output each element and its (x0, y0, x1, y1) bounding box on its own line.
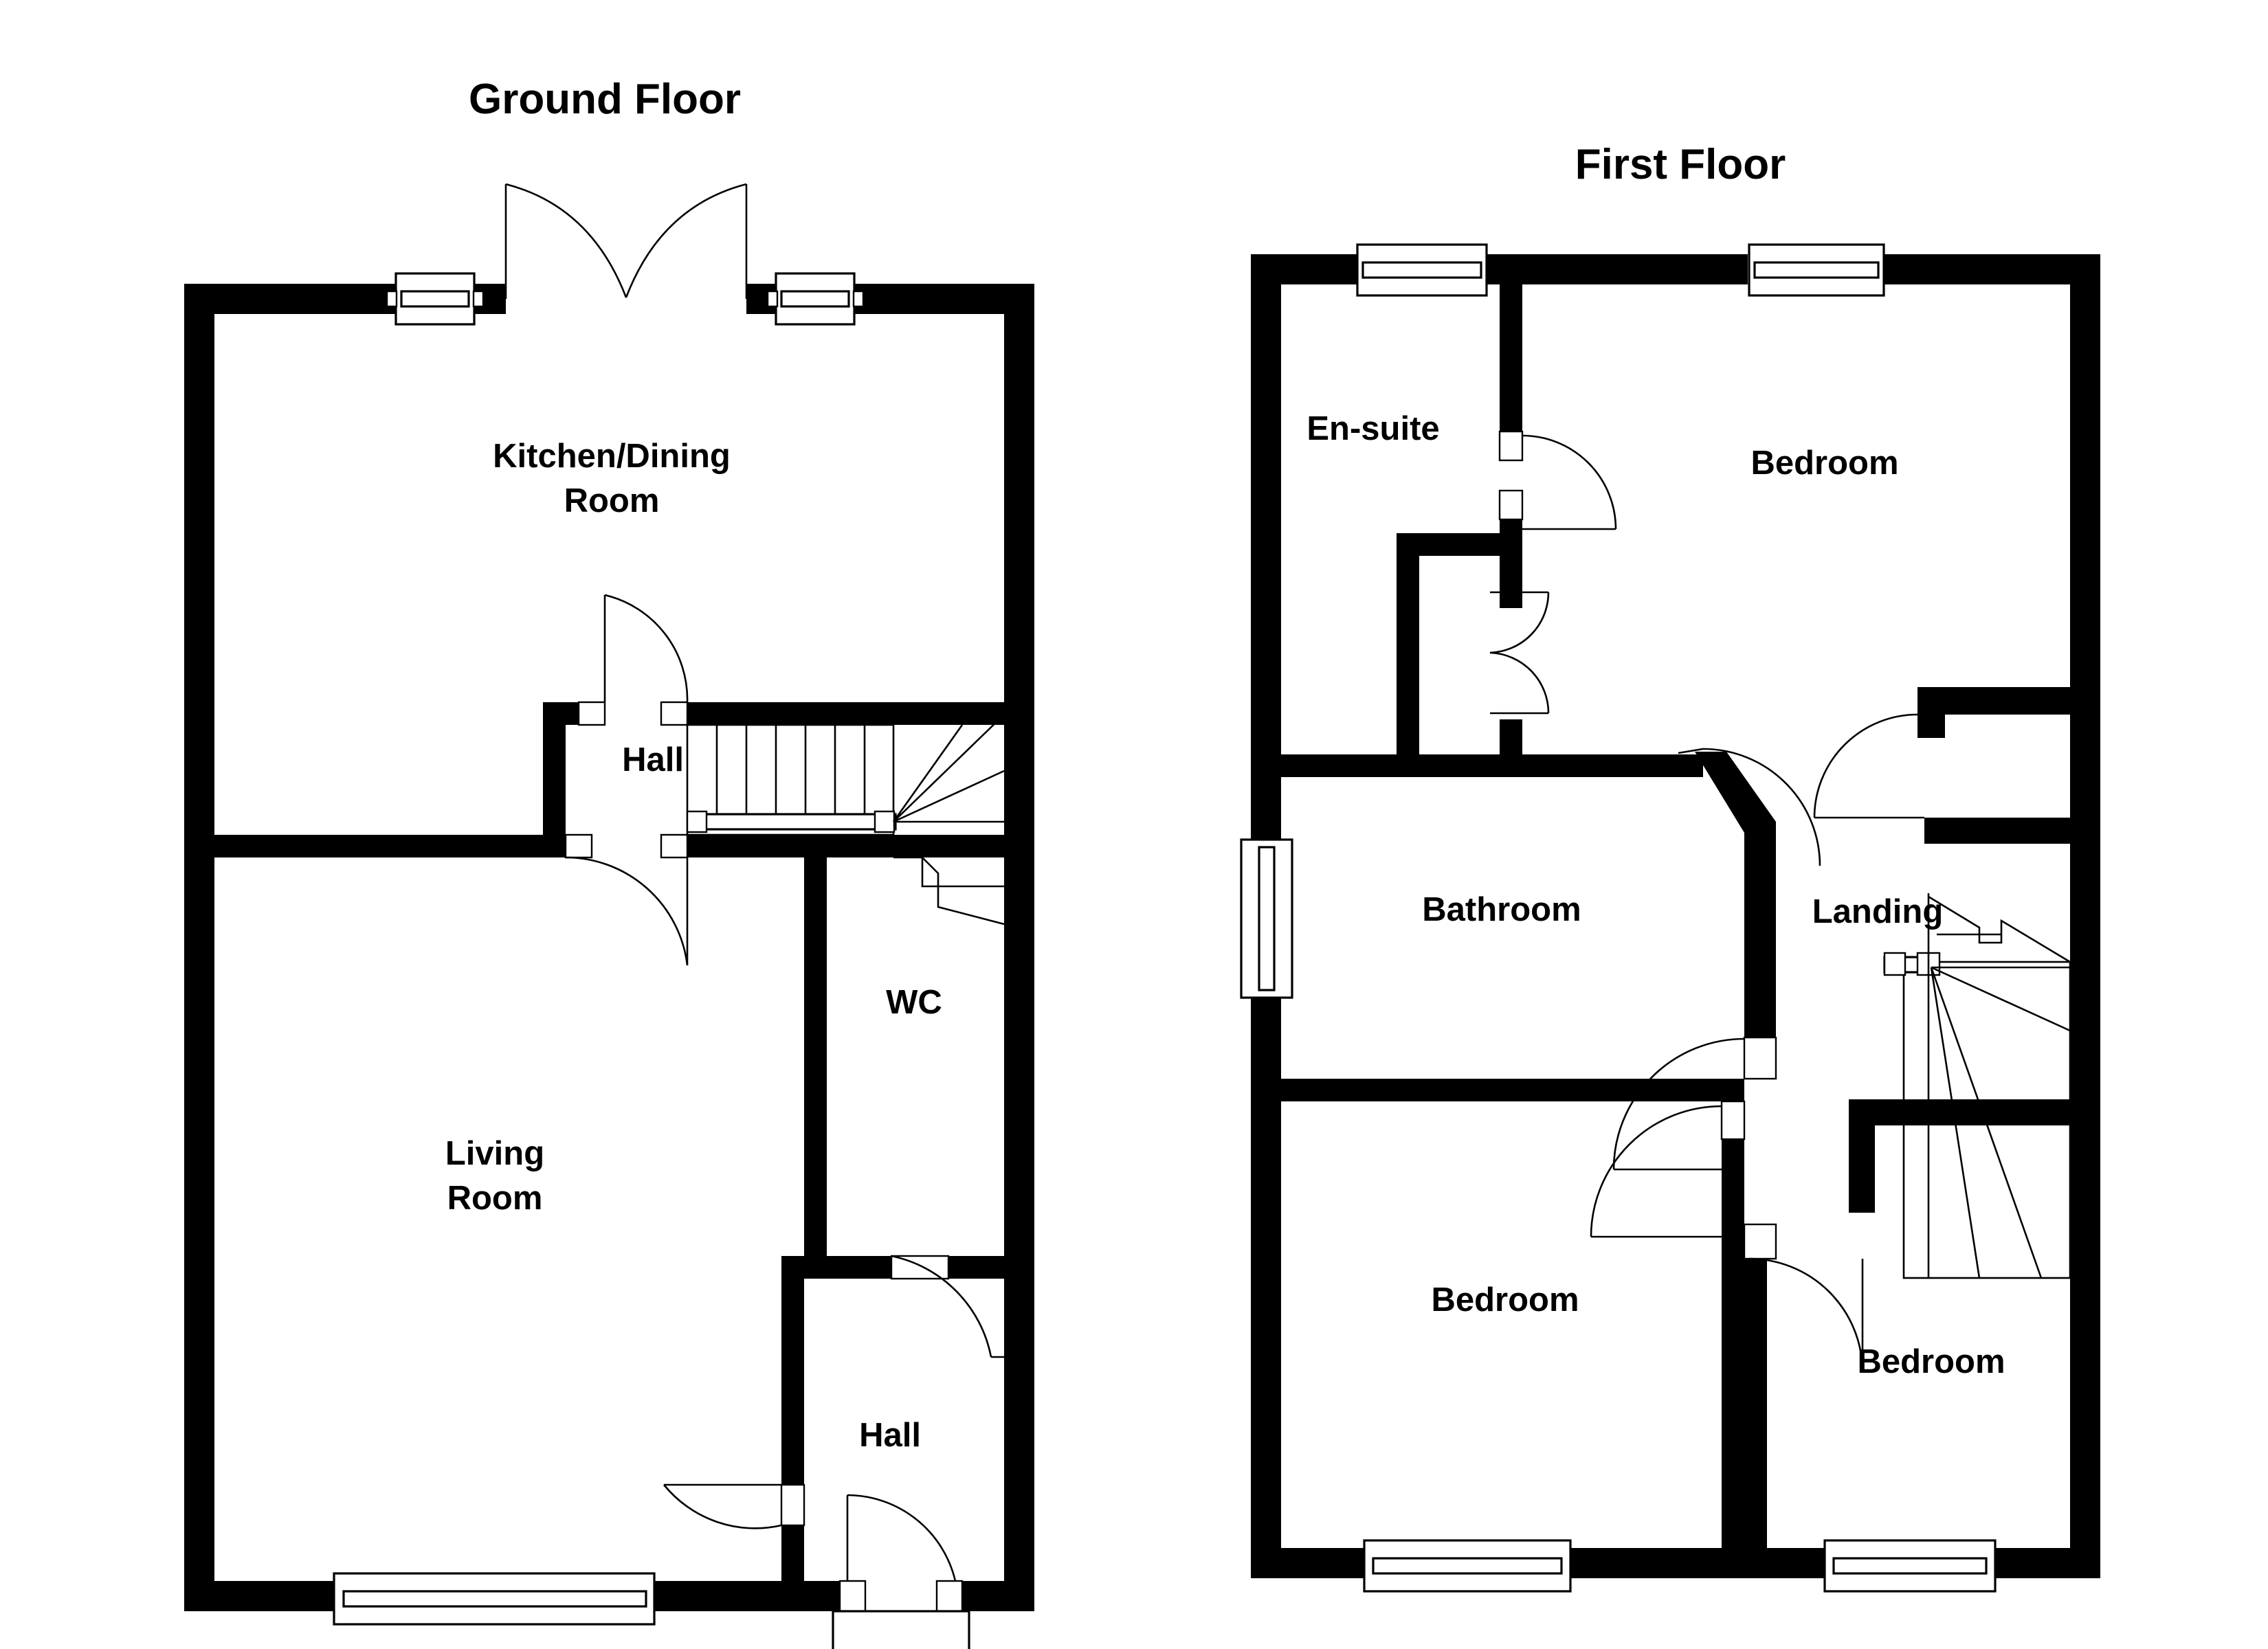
ff-wall-left-upper (1251, 254, 1281, 840)
first-floor-title: First Floor (1575, 141, 1786, 188)
gf-wall-bottom-left (184, 1581, 334, 1611)
gf-window-kitchen-left (386, 272, 485, 326)
gf-wall-kitchen-living (184, 835, 566, 857)
ff-wall-angled (1695, 752, 1776, 943)
gf-wall-bottom-mid (654, 1581, 840, 1611)
ff-wall-bathroom-right (1744, 943, 1776, 1037)
ff-wall-landing-top (1917, 687, 2100, 715)
ff-window-bedroom-top (1748, 243, 1885, 297)
ff-wall-bedroom-right-divider (1744, 1224, 1767, 1548)
gf-wall-hall-left (543, 702, 566, 857)
ff-wall-bathroom-bottom (1281, 1079, 1744, 1101)
gf-wall-wc-bottom (781, 1256, 891, 1279)
ground-floor-title: Ground Floor (469, 76, 741, 123)
ff-window-bedroom-lower-left (1363, 1539, 1572, 1593)
gf-wall-right (1004, 284, 1034, 1611)
gf-label-hall-lower: Hall (859, 1417, 921, 1454)
ff-door-bedroom-lower-right[interactable] (1743, 1223, 1864, 1373)
ff-label-ensuite: En-suite (1307, 410, 1439, 447)
ff-staircase (1883, 893, 2071, 1279)
gf-window-living (333, 1572, 656, 1626)
ff-wall-left-lower (1251, 998, 1281, 1578)
gf-door-kitchen-hall[interactable] (577, 594, 689, 726)
ff-label-bathroom: Bathroom (1422, 891, 1581, 928)
ff-wall-top-a (1251, 254, 1357, 284)
ff-window-bathroom (1240, 838, 1293, 999)
gf-front-door[interactable] (832, 1494, 970, 1649)
ff-window-ensuite (1356, 243, 1488, 297)
gf-window-kitchen-right (766, 272, 865, 326)
ground-floor-group: Ground Floor Kitchen/Dining Room Hall WC… (184, 76, 1034, 1649)
gf-wall-hall2-top-right (948, 1256, 1004, 1279)
ff-door-bathroom[interactable] (1612, 1036, 1777, 1171)
gf-label-kitchen-line2: Room (564, 482, 660, 519)
ff-wall-bedroom-lower-right (1722, 1101, 1744, 1548)
gf-label-kitchen-line1: Kitchen/Dining (493, 438, 731, 475)
ff-window-bedroom-lower-right (1823, 1539, 1997, 1593)
ff-wall-bottom-a (1251, 1548, 1364, 1578)
ff-door-bifold[interactable] (1489, 591, 1550, 715)
gf-wall-stairs-top (687, 702, 1004, 725)
gf-wall-left (184, 284, 214, 1611)
ff-label-landing: Landing (1812, 893, 1944, 930)
ff-wall-landing-top-stub (1917, 687, 1945, 738)
ff-wall-top-b (1485, 254, 1748, 284)
gf-wall-stairs-bottom (687, 835, 1004, 857)
gf-wall-hall-top-stub (543, 702, 579, 725)
ff-label-bedroom-lower-left: Bedroom (1431, 1281, 1579, 1319)
ff-wall-right-room-bottom (1924, 818, 2070, 844)
gf-staircase (686, 714, 1005, 926)
ff-label-bedroom-master: Bedroom (1750, 445, 1898, 482)
ff-door-landing-upper-right[interactable] (1813, 713, 1924, 819)
ff-wall-bathroom-top (1281, 754, 1703, 777)
ff-wall-bottom-b (1570, 1548, 1825, 1578)
gf-french-doors[interactable] (504, 183, 748, 299)
gf-wall-bottom-right (962, 1581, 1034, 1611)
gf-wall-hall2-left-upper (781, 1279, 804, 1485)
ff-door-bedroom-master[interactable] (1678, 748, 1821, 866)
gf-door-hall-living[interactable] (564, 833, 689, 966)
gf-wall-top-right (852, 284, 1034, 314)
gf-label-wc: WC (886, 984, 942, 1021)
ff-wall-ensuite-left (1397, 533, 1419, 754)
ff-wall-right (2070, 254, 2100, 1578)
ff-wall-bedroom-right-top (1849, 1099, 2070, 1125)
gf-wall-top-left (184, 284, 396, 314)
ff-door-bedroom-lower-left[interactable] (1590, 1100, 1746, 1238)
ff-wall-bifold-lower (1500, 719, 1522, 754)
first-floor-group: First Floor En-suite Bedroom Bathroom La… (1240, 141, 2100, 1593)
gf-door-wc[interactable] (890, 1255, 1004, 1358)
gf-label-living-line1: Living (445, 1135, 544, 1172)
gf-door-living-hall2[interactable] (663, 1483, 805, 1529)
gf-wall-hall2-left-lower (781, 1525, 804, 1581)
ff-label-bedroom-lower-right: Bedroom (1857, 1343, 2005, 1380)
gf-label-living-line2: Room (447, 1180, 543, 1217)
gf-label-hall-upper: Hall (622, 741, 684, 778)
ff-door-ensuite[interactable] (1498, 430, 1617, 530)
ff-wall-ensuite-right-upper (1500, 284, 1522, 431)
ff-wall-top-c (1883, 254, 2100, 284)
gf-wall-wc-left (804, 857, 827, 1256)
ff-wall-bottom-c (1994, 1548, 2100, 1578)
